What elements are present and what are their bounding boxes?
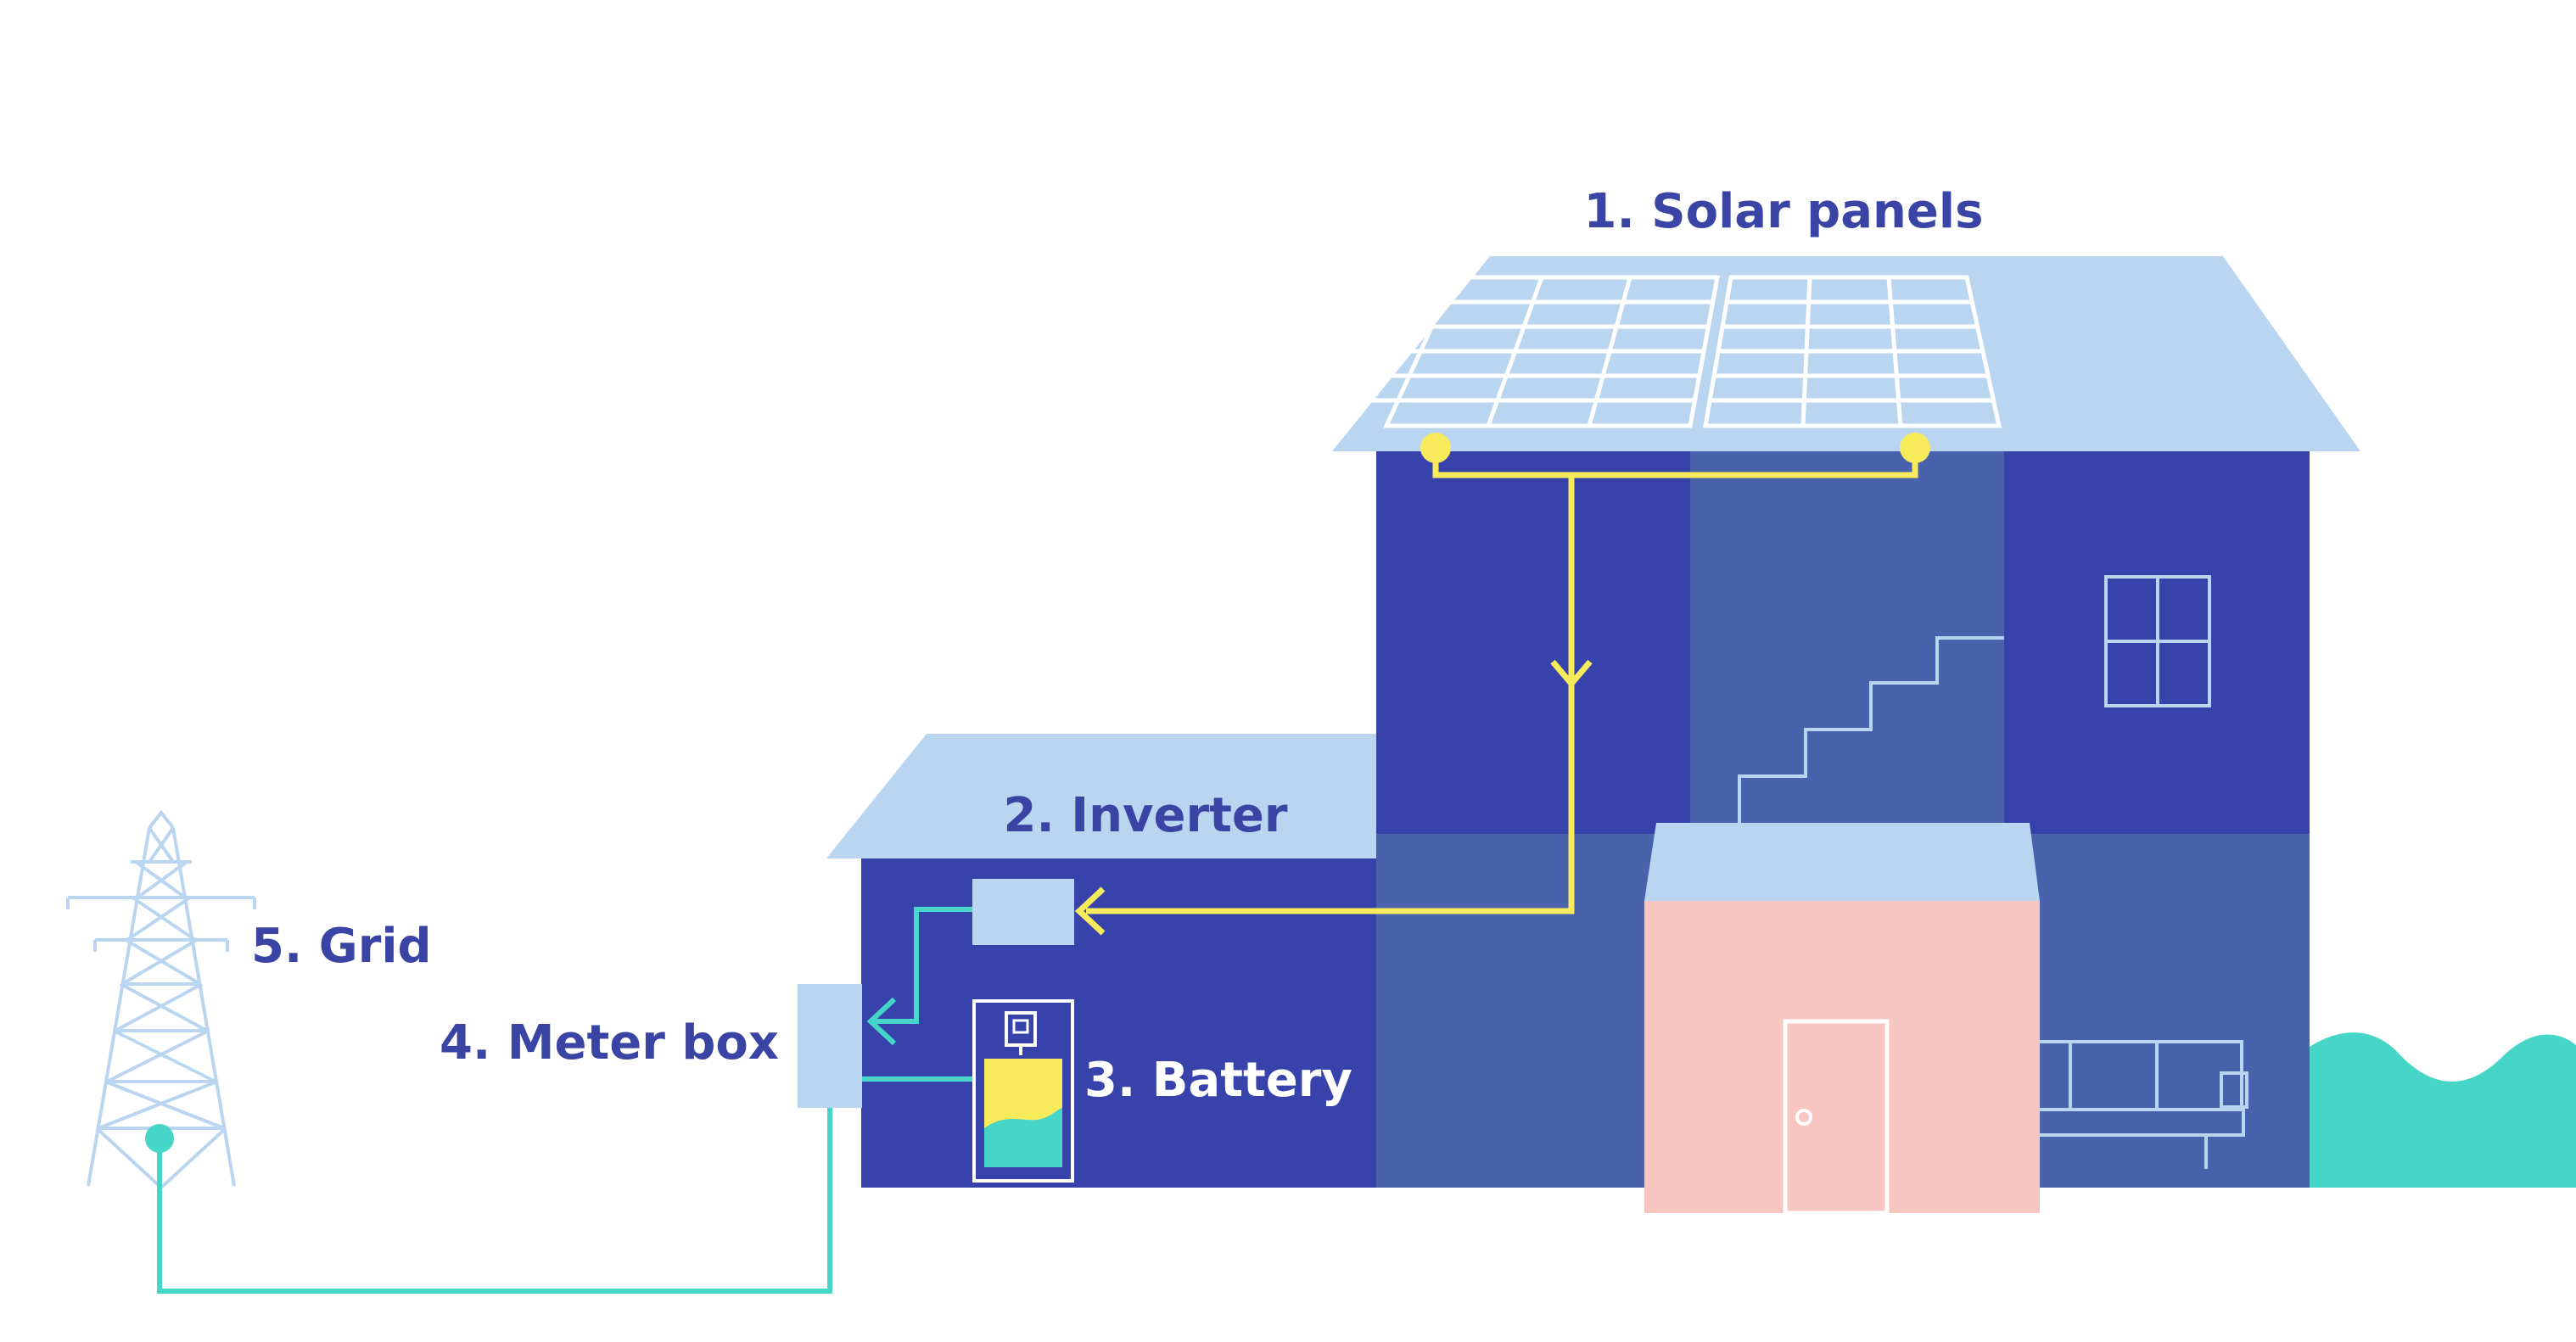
battery xyxy=(972,999,1074,1183)
door-knob xyxy=(1795,1109,1812,1126)
grid-connection xyxy=(157,907,974,1294)
electricity-pylon-icon xyxy=(66,809,256,1189)
grid-to-meter-line xyxy=(157,1108,832,1294)
label-meter-box: 4. Meter box xyxy=(440,1015,779,1071)
upper-left-wall xyxy=(1376,448,1690,834)
stairwell-wall xyxy=(1690,448,2004,834)
porch-roof xyxy=(1644,823,2040,901)
meter-box xyxy=(798,984,862,1108)
battery-outline xyxy=(972,999,1074,1183)
meter-arrow-icon xyxy=(866,997,897,1046)
solar-panels xyxy=(1369,275,2002,428)
label-solar-panels: 1. Solar panels xyxy=(1584,184,1984,239)
inverter-arrow-icon xyxy=(1074,886,1106,936)
inverter-box xyxy=(972,879,1074,945)
inverter-to-meter-line xyxy=(874,907,972,1024)
battery-charge-wave xyxy=(984,1108,1062,1167)
front-door xyxy=(1783,1019,1890,1216)
solar-panel-right xyxy=(1703,275,2002,428)
porch-wall xyxy=(1644,901,2040,1213)
main-roof xyxy=(1332,256,2360,451)
annex-roof xyxy=(826,734,1376,858)
solar-to-inverter-line xyxy=(1086,475,1575,914)
grid-connection-node xyxy=(145,1124,174,1153)
upper-window xyxy=(2104,575,2211,707)
bush xyxy=(2310,1032,2576,1188)
panel-connector-right xyxy=(1900,433,1930,463)
solar-panel-left xyxy=(1369,275,1720,428)
label-grid: 5. Grid xyxy=(251,919,432,974)
panel-connector-left xyxy=(1420,433,1451,463)
porch xyxy=(1644,823,2040,1216)
staircase xyxy=(1738,636,2004,823)
annex-wall xyxy=(861,857,1376,1188)
label-inverter: 2. Inverter xyxy=(1004,788,1288,843)
label-battery: 3. Battery xyxy=(1084,1053,1352,1108)
flow-down-arrow-icon xyxy=(1550,659,1593,689)
